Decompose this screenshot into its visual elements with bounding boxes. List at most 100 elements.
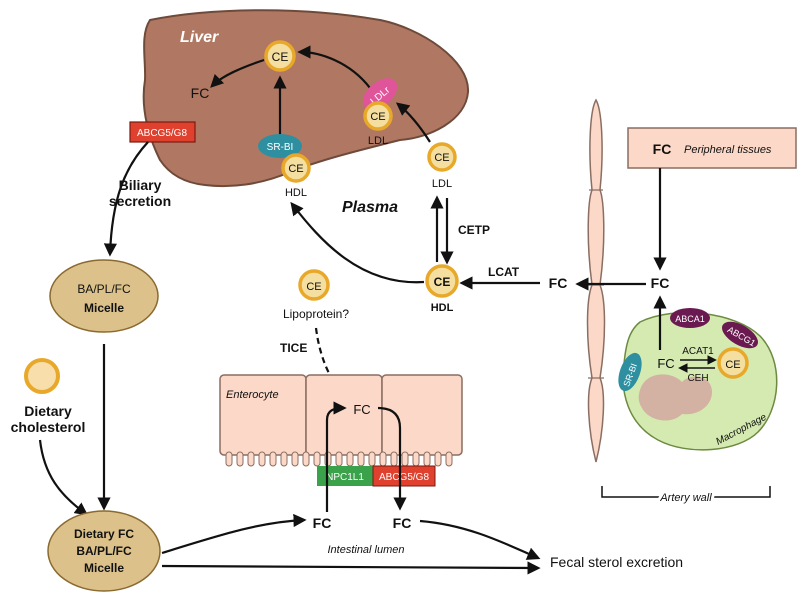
plasma: Plasma CE LDL CETP CE HDL LCAT FC CE Lip…	[280, 142, 568, 404]
microvillus	[401, 451, 409, 467]
dietary-micelle-line1: Dietary FC	[74, 527, 134, 541]
microvillus	[247, 451, 255, 467]
microvilli	[225, 451, 453, 467]
micelle-to-fecal-arrow	[161, 561, 541, 575]
microvillus	[445, 451, 453, 467]
lipoprotein-ce-label: CE	[306, 281, 321, 293]
peripheral-label: Peripheral tissues	[684, 144, 772, 156]
lumen-fc-left: FC	[313, 515, 332, 531]
macrophage-nucleus	[638, 374, 712, 421]
microvillus	[335, 451, 343, 467]
peripheral-fc-label: FC	[653, 141, 672, 157]
plasma-ldl-ce-label: CE	[434, 152, 449, 164]
liver-fc-label: FC	[191, 85, 210, 101]
biliary-line2: secretion	[109, 193, 171, 209]
enterocyte-cell-1	[219, 374, 307, 456]
lcat-label: LCAT	[488, 265, 520, 279]
enterocyte-cell-3	[381, 374, 463, 456]
lumen-to-fecal-arrow	[419, 519, 541, 560]
macrophage-fc-label: FC	[657, 356, 674, 371]
artery-endothelium	[586, 98, 606, 463]
liver: Liver CE FC ABCG5/G8 SR-BI CE HDL LDLr C…	[129, 9, 470, 199]
macrophage-ce-label: CE	[725, 359, 740, 371]
microvillus	[258, 451, 266, 467]
microvillus	[269, 451, 277, 467]
liver-ce-label: CE	[272, 50, 289, 64]
enterocyte-group: Enterocyte FC NPC1L1 ABCG5/G8	[219, 374, 463, 512]
plasma-hdl-ce-label: CE	[434, 275, 451, 289]
ldl-uptake-ce-circle	[363, 101, 393, 131]
plasma-hdl-to-liver-arrow	[290, 201, 425, 284]
enterocyte-label: Enterocyte	[226, 389, 279, 401]
microvillus	[368, 451, 376, 467]
dietary-micelle-ellipse	[47, 510, 161, 592]
hdl-uptake-label: HDL	[285, 187, 307, 199]
micelle-line1: BA/PL/FC	[77, 282, 131, 296]
ldlr-receptor	[362, 78, 398, 110]
dietary-cholesterol-circle	[24, 358, 60, 394]
npc1l1-box	[317, 466, 373, 486]
plasma-title: Plasma	[342, 199, 398, 216]
abcg5g8-efflux-arrow	[377, 406, 407, 511]
microvillus	[280, 451, 288, 467]
microvillus	[346, 451, 354, 467]
macrophage-ce-circle	[717, 347, 749, 379]
lumen-fc-right: FC	[393, 515, 412, 531]
plasma-ldl-to-ldlr-arrow	[395, 102, 431, 143]
artery-wall-label: Artery wall	[659, 492, 712, 504]
microvillus	[357, 451, 365, 467]
microvillus	[434, 451, 442, 467]
lumen-label: Intestinal lumen	[327, 544, 404, 556]
abcg1-transporter	[721, 321, 759, 349]
ldl-to-liver-ce-arrow	[297, 45, 371, 89]
abca1-label: ABCA1	[675, 314, 705, 324]
srbi-liver-receptor	[258, 134, 302, 158]
microvillus	[423, 451, 431, 467]
lipoprotein-ce-circle	[298, 269, 330, 301]
abcg5g8-liver-label: ABCG5/G8	[137, 128, 187, 139]
microvillus	[412, 451, 420, 467]
plasma-ldl-label: LDL	[432, 178, 452, 190]
ceh-label: CEH	[687, 373, 708, 384]
dietary-micelle-line2: BA/PL/FC	[76, 544, 132, 558]
plasma-hdl-label: HDL	[431, 302, 454, 314]
abcg5g8-liver-box	[129, 121, 196, 143]
artery-wall-bracket	[601, 486, 771, 498]
liver-ce-circle	[264, 40, 296, 72]
srbi-macrophage-receptor	[618, 352, 642, 392]
micelle-ellipse	[49, 259, 159, 333]
cetp-label: CETP	[458, 223, 490, 237]
micelle-to-lumen-arrow	[161, 513, 307, 555]
microvillus	[291, 451, 299, 467]
plasma-ldl-ce-circle	[427, 142, 457, 172]
biliary-arrow	[103, 141, 149, 257]
plasma-fc-label: FC	[549, 275, 568, 291]
hdl-uptake-ce-circle	[281, 153, 311, 183]
acat1-label: ACAT1	[682, 346, 714, 357]
microvillus	[390, 451, 398, 467]
abca1-transporter	[670, 308, 710, 328]
abcg5g8-gut-label: ABCG5/G8	[379, 472, 429, 483]
fecal-label: Fecal sterol excretion	[550, 554, 683, 570]
plasma-hdl-ce-circle	[425, 264, 459, 298]
microvillus	[313, 451, 321, 467]
ldl-uptake-label: LDL	[368, 135, 388, 147]
npc1l1-label: NPC1L1	[326, 472, 364, 483]
dietary-micelle-line3: Micelle	[84, 561, 124, 575]
peripheral-tissues-box	[627, 127, 797, 169]
dietary-to-micelle-arrow	[38, 439, 89, 516]
ldl-uptake-ce-label: CE	[370, 111, 385, 123]
biliary-pathway: Biliary secretion BA/PL/FC Micelle Dieta…	[11, 141, 171, 592]
dietary-line2: cholesterol	[11, 419, 86, 435]
dietary-line1: Dietary	[24, 403, 72, 419]
lipoprotein-label: Lipoprotein?	[283, 307, 349, 321]
enterocyte-fc-label: FC	[353, 402, 370, 417]
artery-fc-label: FC	[651, 275, 670, 291]
liver-title: Liver	[180, 29, 219, 46]
biliary-line1: Biliary	[119, 177, 162, 193]
microvillus	[236, 451, 244, 467]
tice-label: TICE	[280, 341, 307, 355]
srbi-liver-label: SR-BI	[267, 142, 294, 153]
microvillus	[225, 451, 233, 467]
